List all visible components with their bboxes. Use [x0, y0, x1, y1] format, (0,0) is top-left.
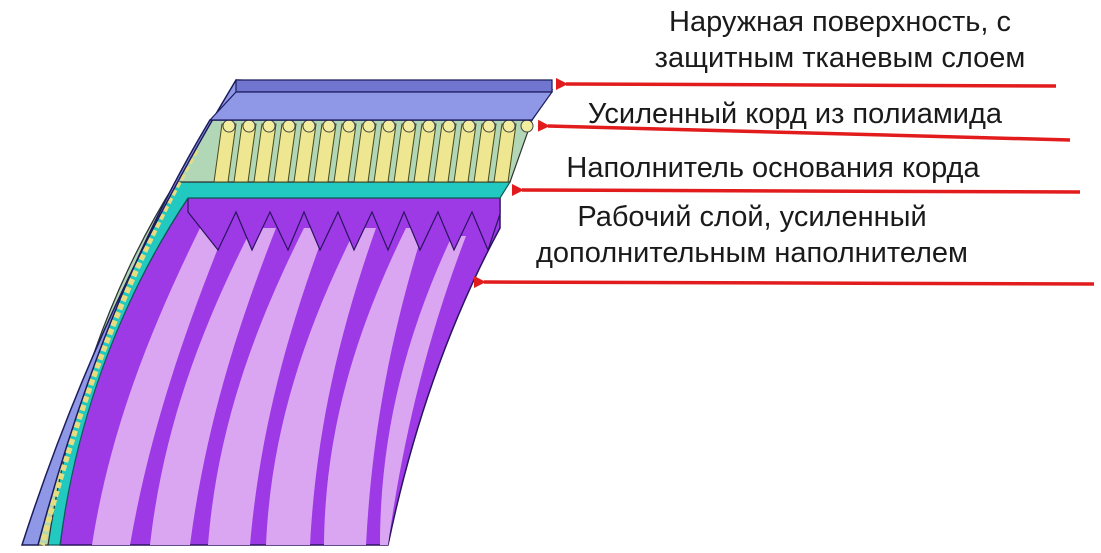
label-outer-surface: Наружная поверхность, с защитным тканевы… — [630, 4, 1050, 76]
arrow-cord-base-filler — [511, 183, 1081, 196]
label-cord-base-filler: Наполнитель основания корда — [566, 152, 980, 184]
label-outer-surface-line1: Наружная поверхность, с — [669, 6, 1011, 38]
rib-stripes — [92, 228, 466, 545]
side-cord-strand — [39, 148, 199, 546]
label-outer-surface-line2: защитным тканевым слоем — [654, 42, 1026, 74]
outer-fabric-top — [235, 79, 553, 93]
outer-fabric-layer — [20, 79, 554, 546]
label-reinforced-cord: Усиленный корд из полиамида — [587, 98, 1003, 130]
outer-fabric-face — [208, 91, 554, 121]
label-working-layer: Рабочий слой, усиленный дополнительным н… — [512, 199, 992, 271]
pointer-arrows — [473, 77, 1095, 288]
label-working-layer-line2: дополнительным наполнителем — [536, 237, 968, 269]
arrow-reinforced-cord — [537, 119, 1071, 142]
rib-top-band — [187, 197, 501, 252]
arrow-outer-surface — [555, 77, 1057, 90]
arrow-working-layer — [473, 275, 1095, 288]
label-working-layer-line1: Рабочий слой, усиленный — [577, 201, 927, 233]
